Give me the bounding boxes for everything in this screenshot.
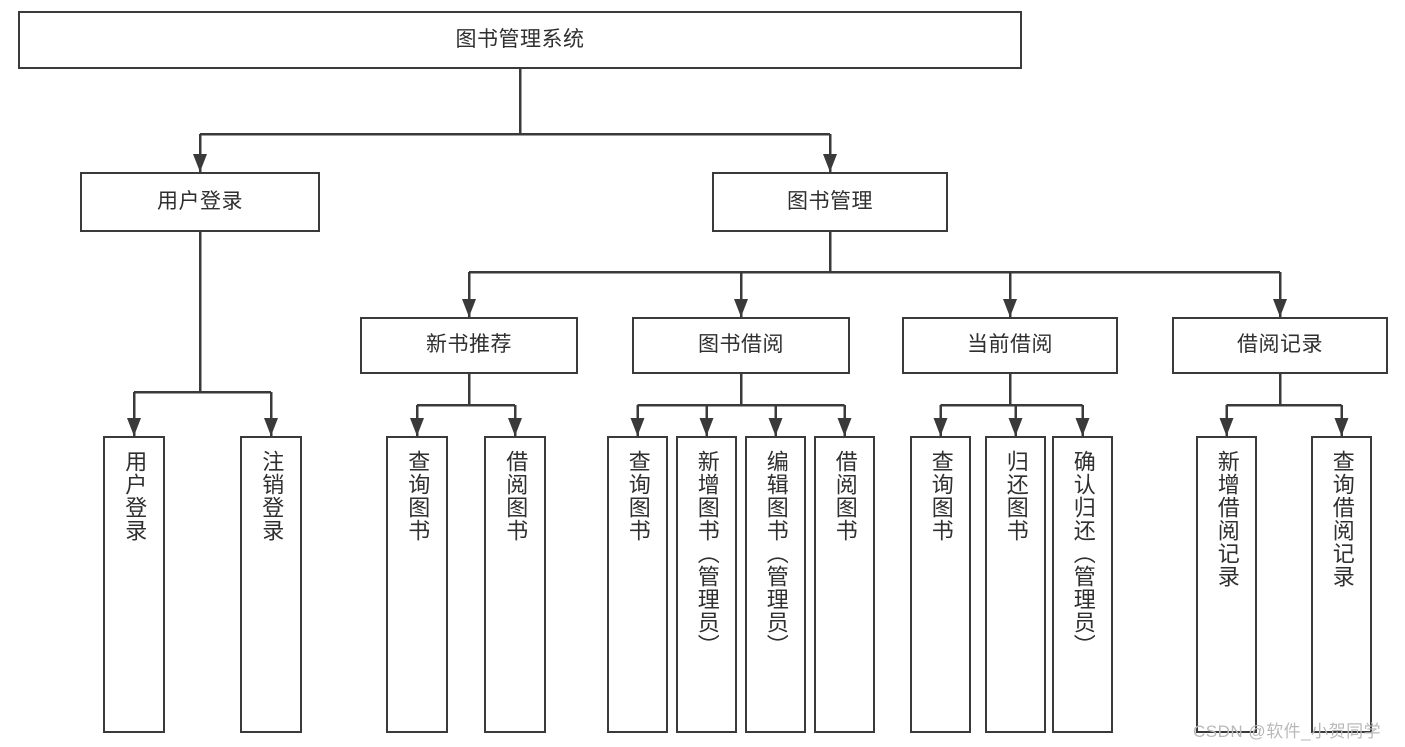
node-label: 新增借阅记录 (1214, 450, 1240, 588)
node-label: 确认归还（管理员） (1070, 450, 1096, 657)
node-label: 新增图书（管理员） (694, 450, 720, 657)
node-login[interactable]: 用户登录 (80, 172, 320, 232)
node-bookmgmt[interactable]: 图书管理 (712, 172, 948, 232)
node-label: 查询图书 (928, 450, 954, 542)
watermark: CSDN @软件_小贺同学 (1193, 722, 1382, 741)
node-leaf-7[interactable]: 编辑图书（管理员） (745, 436, 806, 733)
node-label: 注销登录 (259, 450, 285, 542)
node-borrow[interactable]: 图书借阅 (632, 317, 850, 374)
node-label: 查询图书 (625, 450, 651, 542)
node-label: 借阅图书 (503, 450, 529, 542)
node-leaf-3[interactable]: 查询图书 (386, 436, 448, 733)
node-label: 用户登录 (157, 189, 243, 213)
node-leaf-9[interactable]: 查询图书 (910, 436, 971, 733)
node-leaf-5[interactable]: 查询图书 (607, 436, 668, 733)
node-current[interactable]: 当前借阅 (902, 317, 1118, 374)
node-newbook[interactable]: 新书推荐 (360, 317, 578, 374)
node-label: 图书管理系统 (455, 27, 585, 51)
node-leaf-11[interactable]: 确认归还（管理员） (1052, 436, 1113, 733)
node-leaf-13[interactable]: 查询借阅记录 (1311, 436, 1372, 733)
node-label: 图书借阅 (698, 333, 784, 357)
node-label: 借阅图书 (832, 450, 858, 542)
node-label: 查询图书 (405, 450, 431, 542)
node-label: 新书推荐 (426, 333, 512, 357)
node-label: 借阅记录 (1237, 333, 1323, 357)
node-leaf-4[interactable]: 借阅图书 (484, 436, 546, 733)
node-leaf-10[interactable]: 归还图书 (985, 436, 1046, 733)
node-root[interactable]: 图书管理系统 (18, 11, 1022, 69)
node-leaf-2[interactable]: 注销登录 (240, 436, 302, 733)
node-label: 归还图书 (1003, 450, 1029, 542)
node-leaf-1[interactable]: 用户登录 (103, 436, 165, 733)
node-leaf-6[interactable]: 新增图书（管理员） (676, 436, 737, 733)
node-leaf-8[interactable]: 借阅图书 (814, 436, 875, 733)
node-label: 用户登录 (122, 450, 148, 542)
node-label: 编辑图书（管理员） (763, 450, 789, 657)
node-label: 图书管理 (787, 189, 873, 213)
node-leaf-12[interactable]: 新增借阅记录 (1196, 436, 1257, 733)
node-label: 当前借阅 (967, 333, 1053, 357)
node-label: 查询借阅记录 (1329, 450, 1355, 588)
node-records[interactable]: 借阅记录 (1172, 317, 1388, 374)
